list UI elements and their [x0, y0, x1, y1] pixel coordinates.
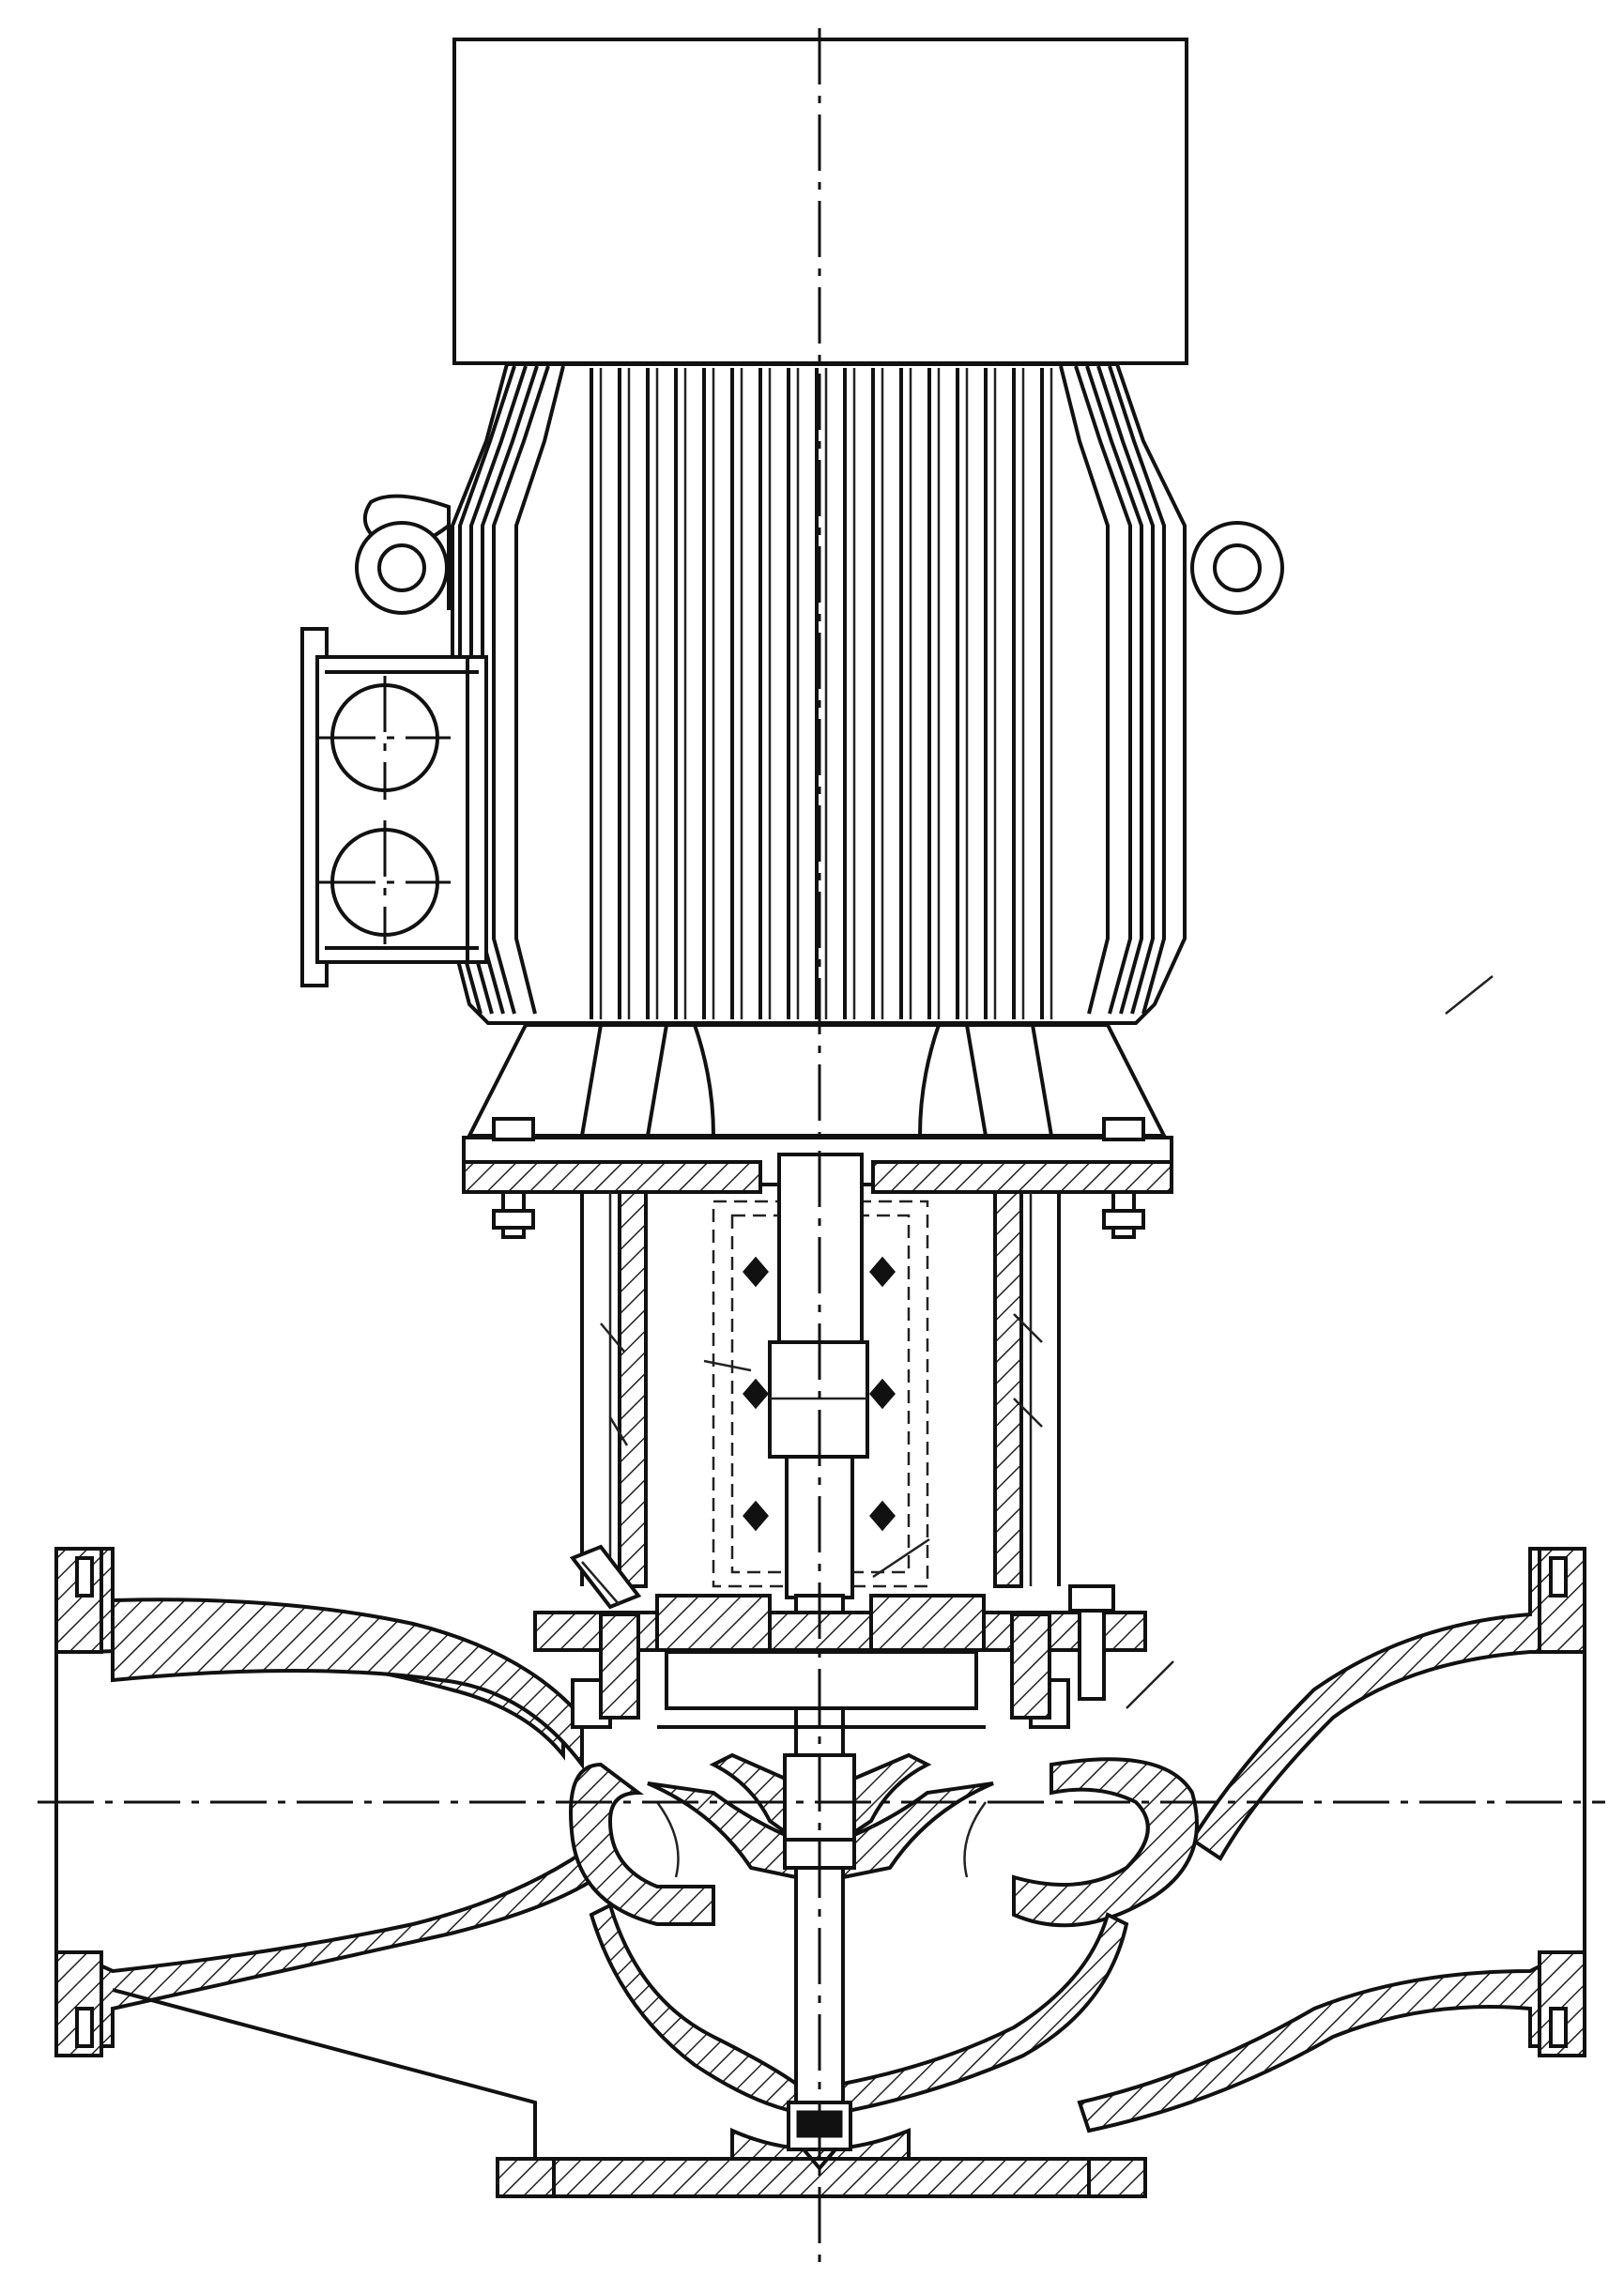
flange-bolt-left — [492, 1117, 535, 1239]
discharge-flange — [1538, 1547, 1586, 2057]
lifting-eye-right — [1183, 521, 1284, 615]
casing-stud-right — [1068, 1584, 1115, 1701]
cable-gland-lower — [319, 820, 451, 944]
coupling-bolt — [743, 1378, 769, 1410]
lantern-bracket — [580, 1190, 1061, 1588]
coupling-bolt — [869, 1500, 896, 1532]
coupling-bolt — [743, 1500, 769, 1532]
motor-body — [451, 362, 1187, 1025]
centerlines — [38, 28, 1605, 2262]
base-foot — [112, 1988, 1147, 2198]
vent-plug — [569, 1544, 642, 1610]
coupling-bolt — [869, 1256, 896, 1288]
cooling-fins — [590, 368, 1053, 1019]
shaft-coupling — [743, 1256, 896, 1532]
leader-marks — [703, 975, 1494, 1709]
coupling-bolt — [869, 1378, 896, 1410]
terminal-box — [300, 627, 488, 987]
lifting-eye-left — [355, 494, 451, 615]
coupling-bolt — [743, 1256, 769, 1288]
motor-adapter — [466, 1023, 1168, 1138]
cable-gland-upper — [319, 676, 451, 800]
mechanical-seal — [571, 1594, 1070, 1729]
flange-bolt-right — [1102, 1117, 1145, 1239]
